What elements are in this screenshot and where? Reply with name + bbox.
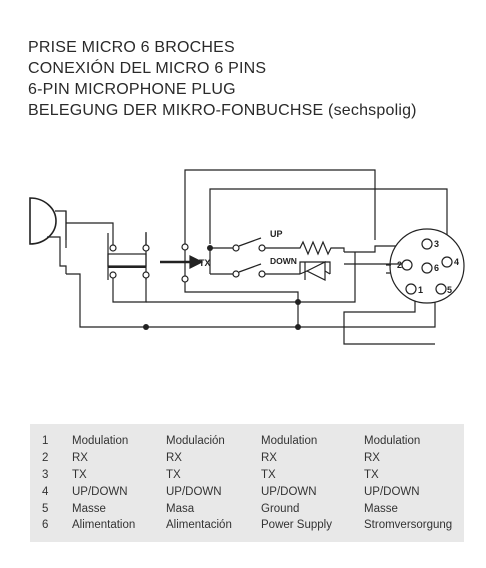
up-switch <box>210 237 296 252</box>
label-english: RX <box>261 452 277 465</box>
label-spanish: UP/DOWN <box>166 485 222 498</box>
label-english: TX <box>261 468 276 481</box>
label-german: RX <box>364 452 380 465</box>
pin-6-label: 6 <box>434 263 439 273</box>
label-english: Ground <box>261 502 300 515</box>
label-french: UP/DOWN <box>72 485 128 498</box>
tx-arrow-head <box>189 255 204 269</box>
diode <box>299 261 331 281</box>
title-german: BELEGUNG DER MIKRO-FONBUCHSE (sechspolig… <box>28 102 417 119</box>
pin-number: 1 <box>42 435 49 448</box>
wire-lower-bus <box>297 252 356 327</box>
pin-5-label: 5 <box>447 285 452 295</box>
connector-6pin <box>386 228 465 304</box>
label-french: TX <box>72 468 87 481</box>
label-spanish: Masa <box>166 502 195 515</box>
down-switch <box>210 263 300 278</box>
microphone-capsule <box>29 197 57 245</box>
legend-row: 3 TX TX TX TX <box>36 467 452 484</box>
label-spanish: TX <box>166 468 181 481</box>
pin-4-label: 4 <box>454 257 459 267</box>
pin-number: 2 <box>42 452 49 465</box>
label-german: Stromversorgung <box>364 519 453 532</box>
pin-3-label: 3 <box>434 239 439 249</box>
pin-legend-table: 1 Modulation Modulación Modulation Modul… <box>30 424 464 542</box>
label-french: Modulation <box>72 435 129 448</box>
pin-number: 3 <box>42 468 49 481</box>
wiring-diagram: TX UP DOWN 3 2 4 6 1 5 <box>29 169 465 345</box>
title-french: PRISE MICRO 6 BROCHES <box>28 39 235 56</box>
pin-number: 6 <box>42 519 49 532</box>
label-french: Masse <box>72 502 106 515</box>
legend-row: 4 UP/DOWN UP/DOWN UP/DOWN UP/DOWN <box>36 483 452 500</box>
legend-row: 6 Alimentation Alimentación Power Supply… <box>36 517 452 534</box>
pin-2-label: 2 <box>397 260 402 270</box>
tx-node-bottom <box>181 275 189 283</box>
resistor <box>296 240 345 256</box>
label-spanish: Modulación <box>166 435 225 448</box>
pin-1-label: 1 <box>418 285 423 295</box>
label-spanish: Alimentación <box>166 519 232 532</box>
down-label: DOWN <box>270 256 297 266</box>
mic-lead-bottom <box>47 236 67 274</box>
wire-upper-bus <box>209 188 448 255</box>
junction-dots <box>143 245 301 330</box>
wire-relay-left <box>66 222 114 232</box>
label-english: Modulation <box>261 435 318 448</box>
wire-ground-loop <box>65 211 436 328</box>
title-english: 6-PIN MICROPHONE PLUG <box>28 81 236 98</box>
label-french: Alimentation <box>72 519 136 532</box>
wire-supply-line <box>146 281 299 303</box>
title-block: PRISE MICRO 6 BROCHES CONEXIÓN DEL MICRO… <box>28 37 417 121</box>
legend-row: 1 Modulation Modulación Modulation Modul… <box>36 433 452 450</box>
label-english: Power Supply <box>261 519 332 532</box>
pin-number: 5 <box>42 502 49 515</box>
title-spanish: CONEXIÓN DEL MICRO 6 PINS <box>28 60 267 77</box>
up-label: UP <box>270 229 283 239</box>
label-german: Modulation <box>364 435 421 448</box>
label-english: UP/DOWN <box>261 485 317 498</box>
legend-row: 5 Masse Masa Ground Masse <box>36 500 452 517</box>
label-german: TX <box>364 468 379 481</box>
label-german: Masse <box>364 502 398 515</box>
wire-top-loop <box>184 169 376 244</box>
tx-label: TX <box>199 258 211 268</box>
tx-node-top <box>181 243 189 251</box>
label-french: RX <box>72 452 88 465</box>
legend-row: 2 RX RX RX RX <box>36 450 452 467</box>
label-german: UP/DOWN <box>364 485 420 498</box>
wire-modulation <box>343 291 435 345</box>
ptt-switch <box>107 232 150 280</box>
pin-number: 4 <box>42 485 49 498</box>
label-spanish: RX <box>166 452 182 465</box>
wire-relay-bottom <box>112 278 147 303</box>
